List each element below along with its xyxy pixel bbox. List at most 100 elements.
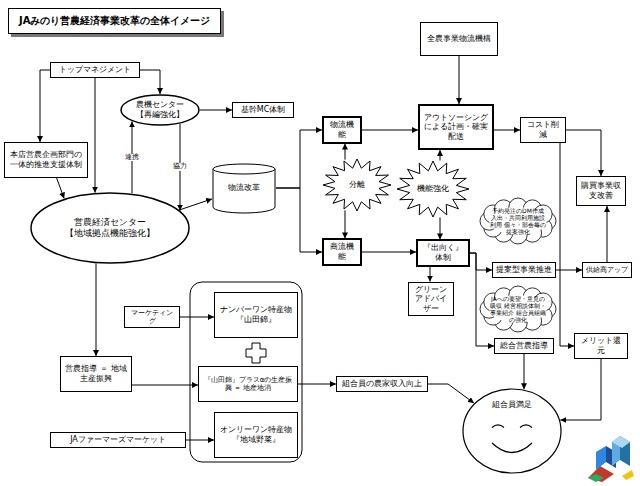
process-box: 物流機能 <box>322 116 362 143</box>
connector <box>345 210 346 238</box>
node-text: 組合員の農家収入向上 <box>342 379 422 389</box>
connector <box>560 359 601 420</box>
process-box: 基幹MC体制 <box>232 102 294 118</box>
node-text: 『出向く』体制 <box>421 243 465 262</box>
node-text: メリット還元 <box>578 336 624 355</box>
logo-illustration <box>588 436 634 482</box>
node-text: 購買事業収支改善 <box>580 181 622 200</box>
node-text: グリーンアドバイザー <box>412 285 450 314</box>
group-frame <box>190 282 302 462</box>
connector <box>470 253 492 270</box>
thought-cloud: 予約発注のDM作成 入出・共同利用施設利用 個々・部会毎の提案強化 <box>480 198 556 244</box>
node-text: 【再編強化】 <box>136 110 184 120</box>
process-box: コスト削減 <box>520 117 566 142</box>
node-text: 物流機能 <box>327 120 357 139</box>
node-text: 総合営農指導 <box>500 341 548 351</box>
database-cylinder: 物流改革 <box>212 163 276 213</box>
process-box: オンリーワン特産物『地域野菜』 <box>214 412 298 458</box>
process-box: 『山田錦』プラスαの生産振興 ＝ 地産地消 <box>198 366 298 402</box>
connector <box>362 130 418 131</box>
connector <box>459 56 460 104</box>
node-text: トップマネジメント <box>59 65 131 75</box>
connector <box>430 267 431 282</box>
connector <box>440 150 441 161</box>
starburst: 分離 <box>322 158 392 212</box>
connector <box>179 199 212 210</box>
process-ellipse: 農機センター【再編強化】 <box>120 94 200 126</box>
connector <box>362 252 416 253</box>
decoration <box>190 282 634 482</box>
node-text: 組合員満足 <box>492 400 532 410</box>
connector <box>186 440 214 441</box>
connector <box>276 130 322 188</box>
node-text: 『地域野菜』 <box>232 435 280 445</box>
connector <box>524 354 525 389</box>
process-box: 全農事業物流機構 <box>420 22 498 56</box>
connector <box>428 384 474 403</box>
process-box: 購買事業収支改善 <box>576 176 626 206</box>
connector <box>494 130 520 131</box>
node-text: 全農事業物流機構 <box>427 34 491 44</box>
connector <box>96 263 97 356</box>
node-text: アウトソーシングによる計画・確実配送 <box>423 113 489 142</box>
process-box: 商流機能 <box>322 238 362 265</box>
process-box: 供給高アップ <box>582 262 632 278</box>
node-text: オンリーワン特産物 <box>220 425 292 435</box>
thought-cloud: JAへの要望・意見の吸収 経営相談体制・事業紹介 組合員組織の強化 <box>480 286 556 332</box>
connector <box>40 70 50 142</box>
connector <box>180 317 214 318</box>
starburst: 機能強化 <box>396 160 470 218</box>
node-text: ナンバーワン特産物 <box>220 305 292 315</box>
process-box: アウトソーシングによる計画・確実配送 <box>418 104 494 150</box>
process-box: グリーンアドバイザー <box>408 282 454 317</box>
connector <box>566 130 601 176</box>
node-text: 営農経済センター <box>74 217 146 228</box>
process-box: 組合員の農家収入向上 <box>336 376 428 392</box>
plus-symbol <box>246 343 266 363</box>
smiley-face: 組合員満足 <box>462 388 562 474</box>
connector <box>276 188 322 252</box>
node-text: 機能強化 <box>417 184 449 194</box>
node-text: 『山田錦』プラスαの生産振興 ＝ 地産地消 <box>202 376 294 393</box>
node-text: 基幹MC体制 <box>241 105 286 115</box>
process-box: 営農指導 ＝ 地域主産振興 <box>60 356 132 392</box>
node-text: 本店営農企画部門の一体的推進支援体制 <box>8 150 84 169</box>
node-text: 農機センター <box>136 100 184 110</box>
process-box: 本店営農企画部門の一体的推進支援体制 <box>4 142 88 178</box>
process-box: ナンバーワン特産物『山田錦』 <box>214 292 298 338</box>
node-text: 分離 <box>349 180 365 190</box>
node-text: 営農指導 ＝ 地域主産振興 <box>64 364 128 383</box>
node-text: 提案型事業推進 <box>496 265 552 275</box>
node-text: 商流機能 <box>327 242 357 261</box>
connector <box>132 385 198 386</box>
node-text: 物流改革 <box>228 183 260 193</box>
connector <box>298 384 336 385</box>
edge-label: 連携 <box>124 154 140 162</box>
process-box: マーケティング <box>124 306 180 329</box>
connector <box>560 143 574 346</box>
center-ellipse: 営農経済センター【地域拠点機能強化】 <box>30 192 190 264</box>
title-box: JAみのり営農経済事業改革の全体イメージ <box>8 8 221 34</box>
node-text: JAファーマーズマーケット <box>70 435 166 445</box>
node-text: 供給高アップ <box>586 266 628 274</box>
connector <box>345 144 346 160</box>
connector <box>95 78 96 193</box>
process-box: トップマネジメント <box>50 62 140 78</box>
connector <box>57 178 65 198</box>
edge-label: 協力 <box>172 163 188 171</box>
process-box: JAファーマーズマーケット <box>50 432 186 448</box>
connector <box>607 206 608 262</box>
process-box: 総合営農指導 <box>494 338 554 354</box>
process-box: 提案型事業推進 <box>492 262 556 278</box>
connector <box>200 110 232 111</box>
node-text: 『山田錦』 <box>236 315 276 325</box>
connector <box>440 217 441 239</box>
connector <box>140 70 160 94</box>
node-text: コスト削減 <box>524 120 562 139</box>
title-text: JAみのり営農経済事業改革の全体イメージ <box>19 14 210 28</box>
node-text: 【地域拠点機能強化】 <box>65 228 155 239</box>
process-box: メリット還元 <box>574 333 628 358</box>
node-text: マーケティング <box>128 309 176 326</box>
node-text: JAへの要望・意見の吸収 経営相談体制・事業紹介 組合員組織の強化 <box>490 295 546 324</box>
process-box: 『出向く』体制 <box>416 239 470 266</box>
